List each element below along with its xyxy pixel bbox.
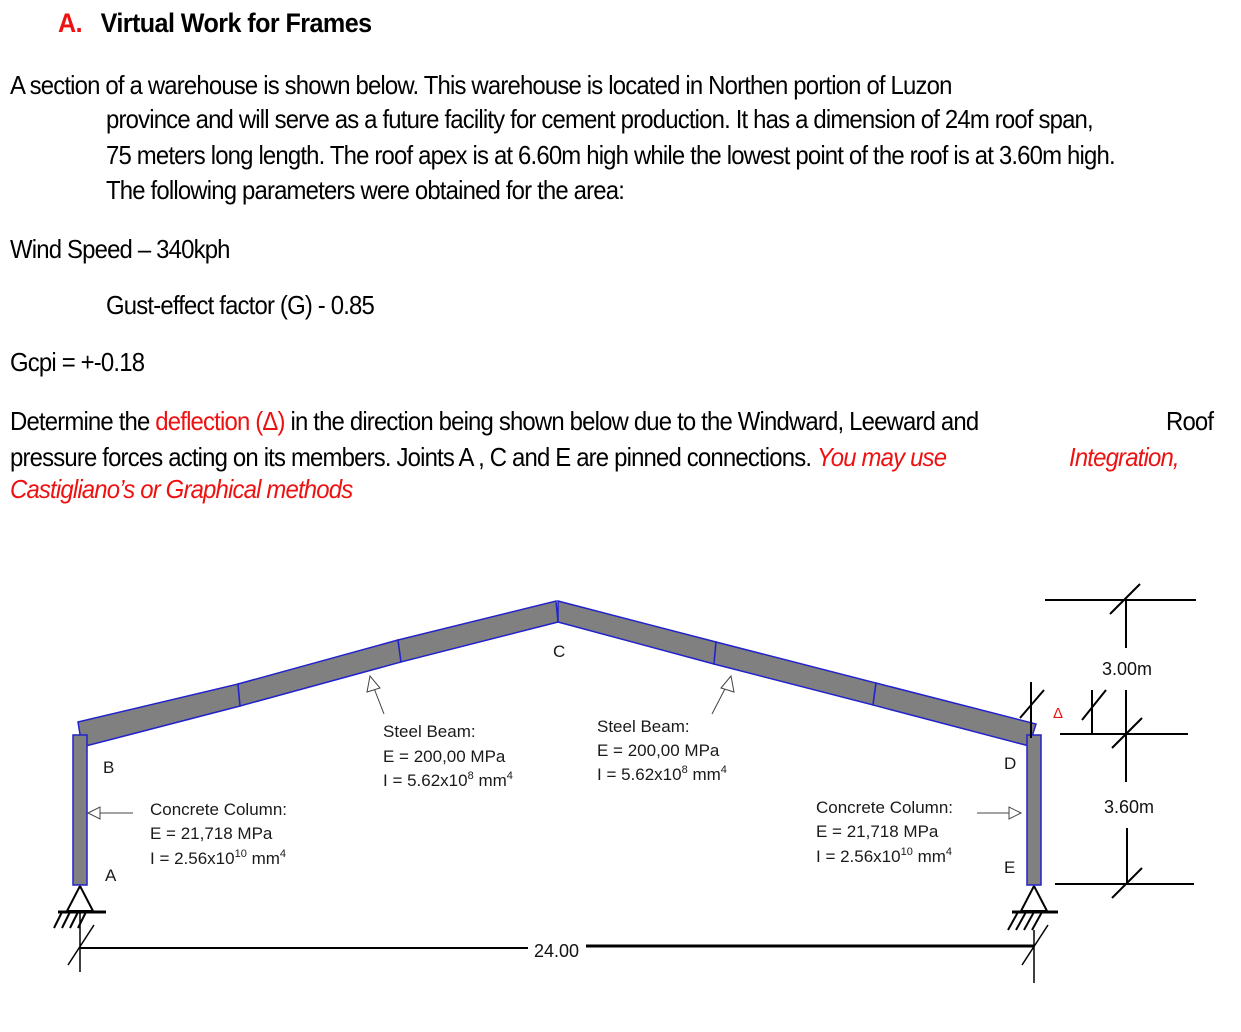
leader-arrows (86, 674, 1023, 820)
left-column-title: Concrete Column: (150, 800, 287, 819)
task-roof-word: Roof (1166, 406, 1214, 436)
height-dimensions (1019, 583, 1196, 899)
section-heading: A. Virtual Work for Frames (58, 8, 372, 39)
left-beam-modulus: E = 200,00 MPa (383, 747, 506, 766)
param-gust-factor: Gust-effect factor (G) - 0.85 (106, 290, 375, 320)
intro-line-4: The following parameters were obtained f… (106, 175, 625, 205)
left-column-modulus: E = 21,718 MPa (150, 824, 273, 843)
span-dimension-label: 24.00 (534, 941, 579, 961)
frame-diagram: 24.00 3.00m 3.60m Δ B A C D E Concrete C… (53, 583, 1196, 983)
span-dimension (80, 944, 1034, 949)
joint-label-c: C (553, 642, 565, 661)
joint-label-d: D (1004, 754, 1016, 773)
right-column (1026, 734, 1042, 886)
intro-line-3: 75 meters long length. The roof apex is … (106, 140, 1116, 170)
delta-symbol: Δ (1053, 705, 1063, 722)
right-beam-modulus: E = 200,00 MPa (597, 741, 720, 760)
left-beam-title: Steel Beam: (383, 722, 476, 741)
left-beam-properties: Steel Beam: E = 200,00 MPa I = 5.62x108 … (383, 722, 513, 790)
right-beam-title: Steel Beam: (597, 717, 690, 736)
right-beam-inertia: I = 5.62x108 mm4 (597, 764, 727, 784)
joint-label-a: A (105, 866, 117, 885)
method-hint-line-3: Castigliano’s or Graphical methods (10, 474, 353, 504)
left-column-properties: Concrete Column: E = 21,718 MPa I = 2.56… (150, 800, 287, 868)
intro-line-2: province and will serve as a future faci… (106, 104, 1094, 134)
deflection-highlight: deflection (Δ) (155, 406, 285, 436)
param-gcpi: Gcpi = +-0.18 (10, 347, 145, 377)
intro-line-1: A section of a warehouse is shown below.… (10, 70, 952, 100)
roof-rise-label: 3.00m (1102, 659, 1152, 679)
right-column-title: Concrete Column: (816, 798, 953, 817)
param-wind-speed: Wind Speed – 340kph (10, 234, 230, 264)
method-hint: You may use (816, 442, 947, 472)
column-height-label: 3.60m (1104, 797, 1154, 817)
right-column-properties: Concrete Column: E = 21,718 MPa I = 2.56… (816, 798, 953, 866)
right-column-modulus: E = 21,718 MPa (816, 822, 939, 841)
joint-label-e: E (1004, 858, 1015, 877)
section-title: Virtual Work for Frames (100, 8, 372, 38)
left-rafter (77, 600, 559, 748)
left-beam-inertia: I = 5.62x108 mm4 (383, 770, 513, 790)
right-beam-properties: Steel Beam: E = 200,00 MPa I = 5.62x108 … (597, 717, 727, 784)
task-text: pressure forces acting on its members. J… (10, 442, 817, 472)
joint-label-b: B (103, 758, 114, 777)
left-column-inertia: I = 2.56x1010 mm4 (150, 848, 286, 868)
task-line-1: Determine the deflection (Δ) in the dire… (10, 406, 979, 437)
pin-support-right (1007, 885, 1058, 983)
left-column (72, 734, 88, 886)
task-text: in the direction being shown below due t… (284, 406, 979, 436)
method-hint-integration: Integration, (1069, 442, 1180, 472)
right-rafter (557, 600, 1037, 747)
pin-support-left (53, 885, 106, 972)
right-column-inertia: I = 2.56x1010 mm4 (816, 846, 952, 866)
section-number: A. (58, 8, 83, 38)
task-text: Determine the (10, 406, 156, 436)
task-line-2: pressure forces acting on its members. J… (10, 442, 947, 473)
